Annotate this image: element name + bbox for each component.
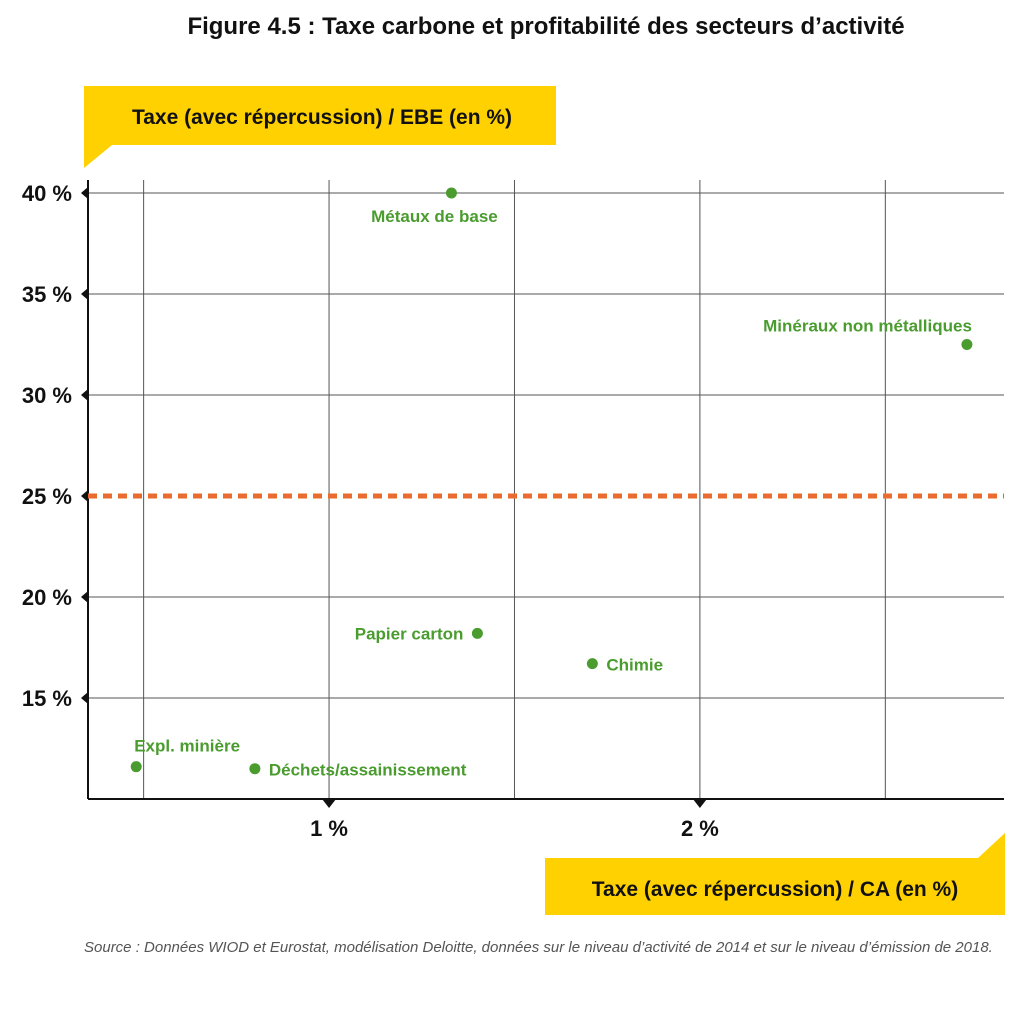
y-tick-label: 40 % (22, 181, 72, 206)
x-tick-label: 2 % (681, 816, 719, 841)
data-point (471, 627, 483, 639)
x-axis-label: Taxe (avec répercussion) / CA (en %) (592, 878, 958, 901)
gridlines (88, 180, 1004, 799)
y-tick-mark (81, 591, 88, 603)
y-tick-mark (81, 288, 88, 300)
x-axis-label-background (545, 833, 1005, 915)
y-tick-label: 15 % (22, 686, 72, 711)
y-axis-label-box: Taxe (avec répercussion) / EBE (en %) (84, 86, 556, 168)
data-point-label: Chimie (606, 656, 663, 675)
x-tick-mark (322, 799, 337, 808)
data-point (249, 763, 261, 775)
data-point-label: Métaux de base (371, 207, 498, 226)
data-point-label: Expl. minière (134, 737, 240, 756)
y-tick-label: 30 % (22, 383, 72, 408)
x-axis-label-box: Taxe (avec répercussion) / CA (en %) (545, 833, 1005, 915)
data-point-label: Minéraux non métalliques (763, 317, 972, 336)
y-tick-label: 20 % (22, 585, 72, 610)
data-point (130, 761, 142, 773)
y-tick-mark (81, 490, 88, 502)
data-point-label: Papier carton (355, 624, 464, 643)
source-note: Source : Données WIOD et Eurostat, modél… (84, 939, 993, 956)
data-point (586, 658, 598, 670)
x-tick-label: 1 % (310, 816, 348, 841)
y-tick-mark (81, 389, 88, 401)
data-point (961, 339, 973, 350)
x-axis-ticks: 1 % 2 % (310, 799, 719, 841)
y-axis-label: Taxe (avec répercussion) / EBE (en %) (132, 106, 512, 129)
data-point-label: Déchets/assainissement (269, 761, 467, 780)
y-axis-ticks: 15 % 20 % 25 % 30 % 35 % 40 % (22, 181, 88, 711)
y-tick-mark (81, 692, 88, 704)
axes (87, 180, 1004, 800)
y-tick-mark (81, 187, 88, 199)
y-tick-label: 25 % (22, 484, 72, 509)
x-tick-mark (692, 799, 707, 808)
y-tick-label: 35 % (22, 282, 72, 307)
y-axis-label-background (84, 86, 556, 168)
chart-title: Figure 4.5 : Taxe carbone et profitabili… (187, 13, 904, 40)
data-point (445, 187, 457, 199)
